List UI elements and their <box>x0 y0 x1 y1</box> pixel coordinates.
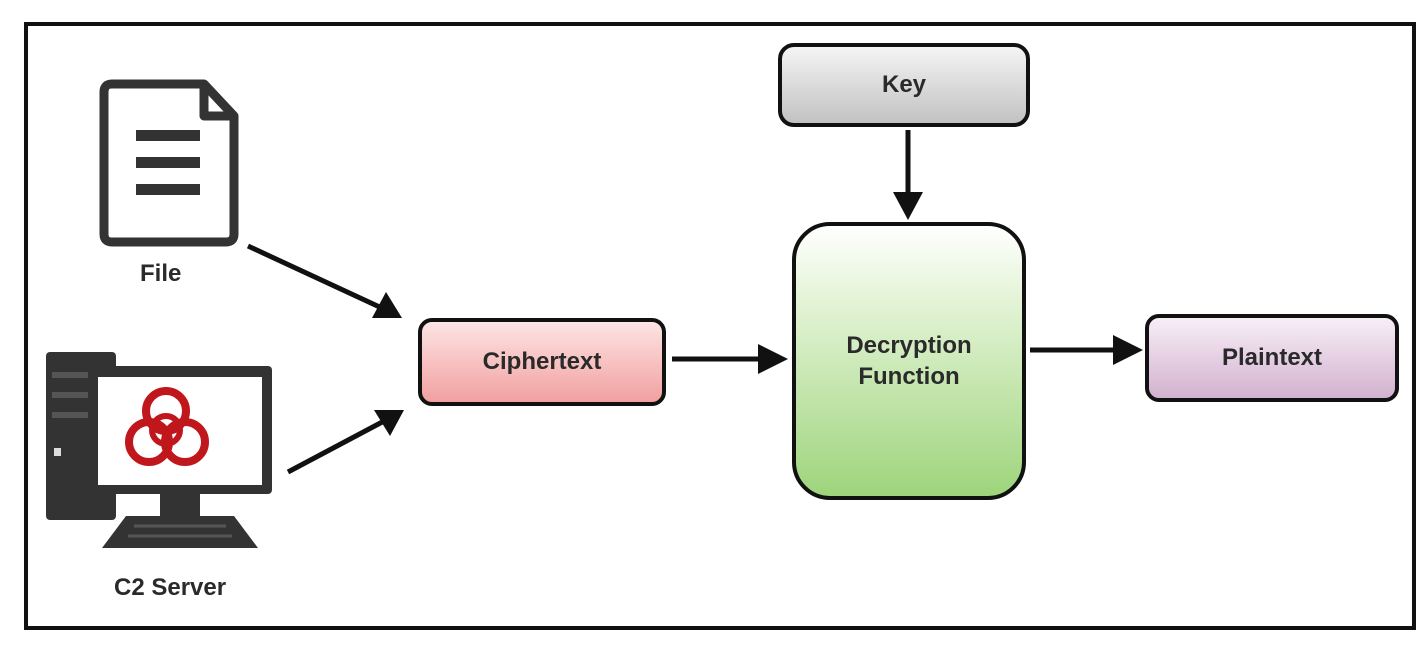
arrow-c2-to-ciphertext <box>286 410 404 475</box>
decryption-function-node: Decryption Function <box>792 222 1026 500</box>
arrow-decryption-to-plaintext <box>1030 335 1143 365</box>
decryption-function-label: Decryption Function <box>846 331 972 390</box>
file-label: File <box>140 260 182 287</box>
arrow-key-to-decryption <box>893 130 923 220</box>
ciphertext-node: Ciphertext <box>418 318 666 406</box>
key-node: Key <box>778 43 1030 127</box>
ciphertext-label: Ciphertext <box>482 348 602 376</box>
arrow-file-to-ciphertext <box>246 243 402 318</box>
arrow-ciphertext-to-decryption <box>672 344 788 374</box>
c2-server-label: C2 Server <box>114 574 227 601</box>
biohazard-icon <box>125 387 209 466</box>
diagram-frame <box>24 22 1416 630</box>
key-label: Key <box>881 71 927 99</box>
plaintext-node: Plaintext <box>1145 314 1399 402</box>
plaintext-label: Plaintext <box>1221 344 1323 372</box>
